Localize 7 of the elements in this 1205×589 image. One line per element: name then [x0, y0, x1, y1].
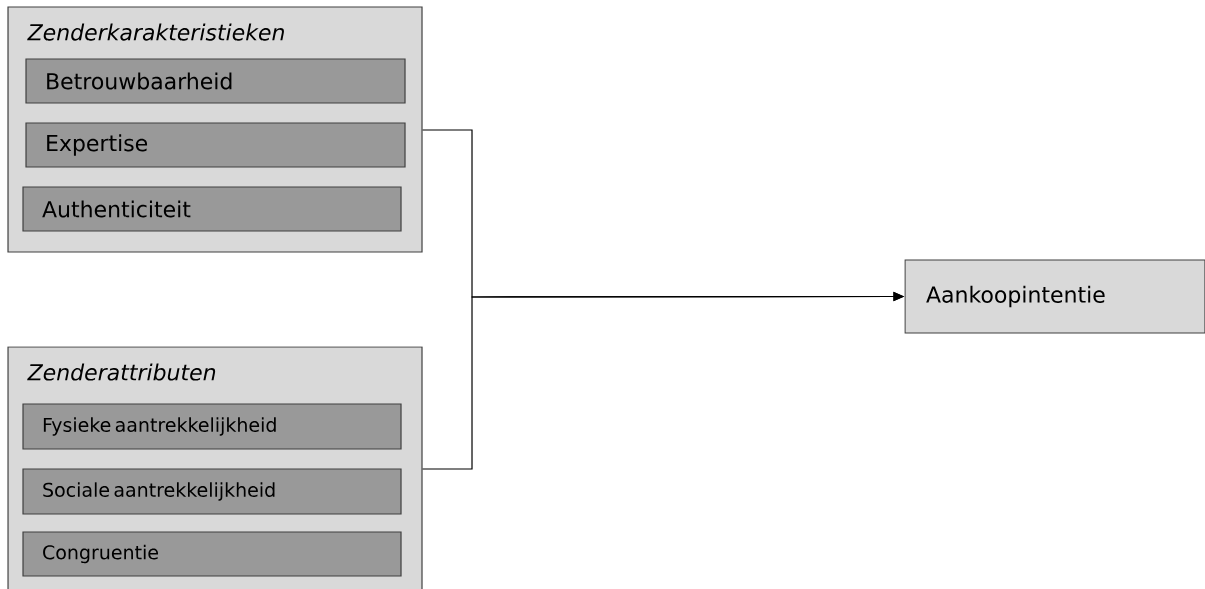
factor-box: Congruentie	[22, 531, 402, 577]
factor-box: Expertise	[25, 122, 406, 168]
outcome-box: Aankoopintentie	[904, 259, 1205, 334]
factor-box: Sociale aantrekkelijkheid	[22, 468, 402, 515]
factor-box: Betrouwbaarheid	[25, 58, 406, 104]
factor-box: Authenticiteit	[22, 186, 402, 232]
factor-box: Fysieke aantrekkelijkheid	[22, 403, 402, 450]
